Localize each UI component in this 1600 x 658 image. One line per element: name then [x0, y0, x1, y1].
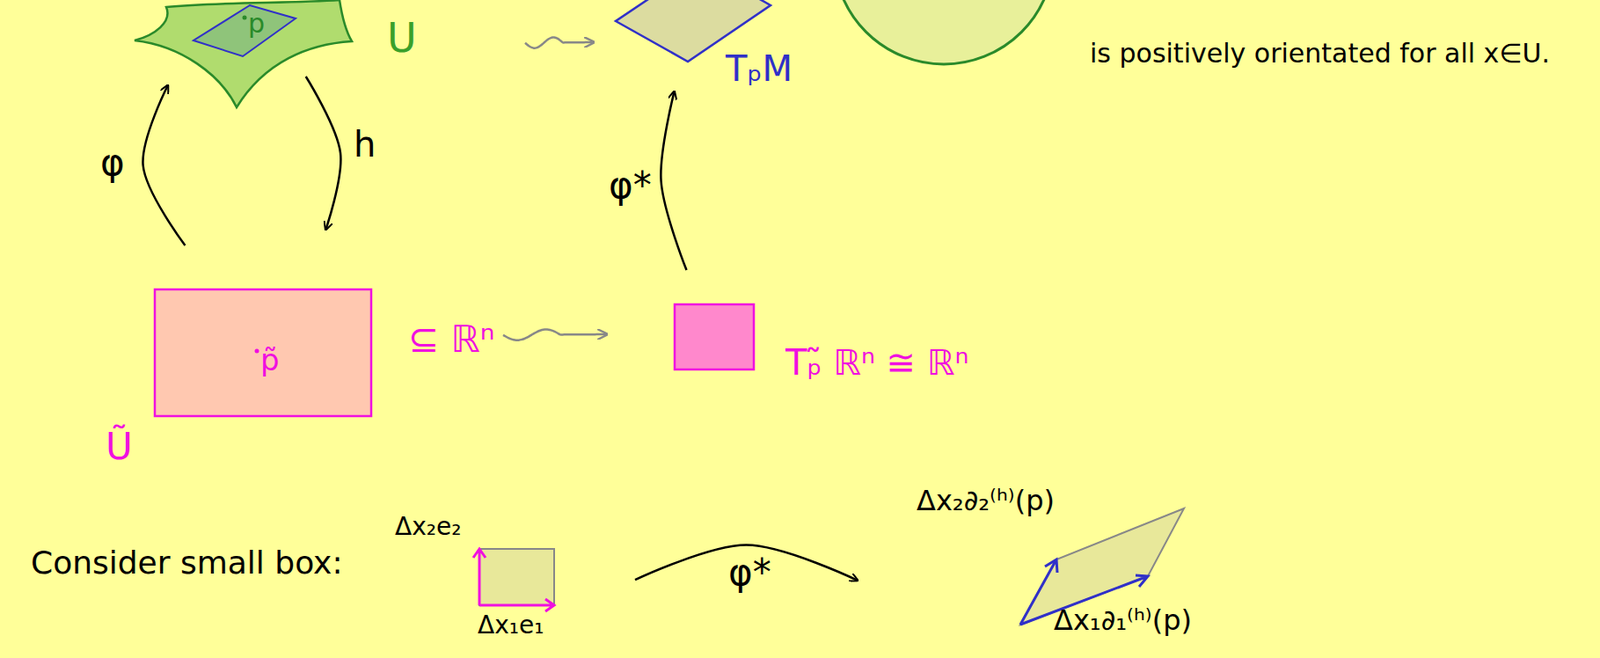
tangent-space: TₚM: [615, 0, 775, 64]
node-text: Ũ: [105, 426, 133, 468]
parameter-domain: p̃⊆ ℝⁿŨ: [154, 289, 372, 417]
euclidean-tangent-space: Tₚ̃ ℝⁿ ≅ ℝⁿ: [674, 304, 754, 370]
node-text: p: [248, 8, 265, 38]
squiggle-arrow: [503, 329, 607, 341]
image-parallelogram: Δx₂∂₂⁽ʰ⁾(p)Δx₁∂₁⁽ʰ⁾(p): [1020, 508, 1184, 625]
map-name: φ*: [728, 552, 772, 593]
small-box-outline: [479, 548, 555, 606]
map-arrow: [142, 85, 185, 246]
green-disc: [833, 0, 1054, 65]
node-text: Δx₁∂₁⁽ʰ⁾(p): [1053, 605, 1192, 636]
map-name: φ*: [608, 165, 652, 206]
map-name: h: [353, 124, 376, 164]
manifold-patch: Up: [132, 0, 352, 108]
euclidean-tangent-space-outline: [674, 304, 754, 370]
map-arrow: [660, 91, 687, 271]
node-text: ⊆ ℝⁿ: [408, 319, 496, 360]
node-text: Δx₂e₂: [394, 513, 461, 541]
note-text: is positively orientated for all x∈U.: [1089, 38, 1550, 68]
chart-region-outline: [193, 5, 296, 57]
note-text: Consider small box:: [30, 545, 344, 581]
node-text: Δx₂∂₂⁽ʰ⁾(p): [916, 485, 1055, 517]
chart-region: p: [193, 5, 296, 57]
map-name: φ: [100, 142, 125, 183]
squiggle-arrow: [525, 36, 594, 48]
node-text: Tₚ̃ ℝⁿ ≅ ℝⁿ: [785, 343, 969, 382]
node-text: TₚM: [725, 49, 793, 88]
map-arrow: [306, 76, 342, 230]
small-box: Δx₂e₂Δx₁e₁: [479, 548, 555, 606]
node-text: p̃: [260, 343, 280, 377]
node-text: U: [387, 15, 417, 61]
node-text: Δx₁e₁: [477, 612, 544, 640]
